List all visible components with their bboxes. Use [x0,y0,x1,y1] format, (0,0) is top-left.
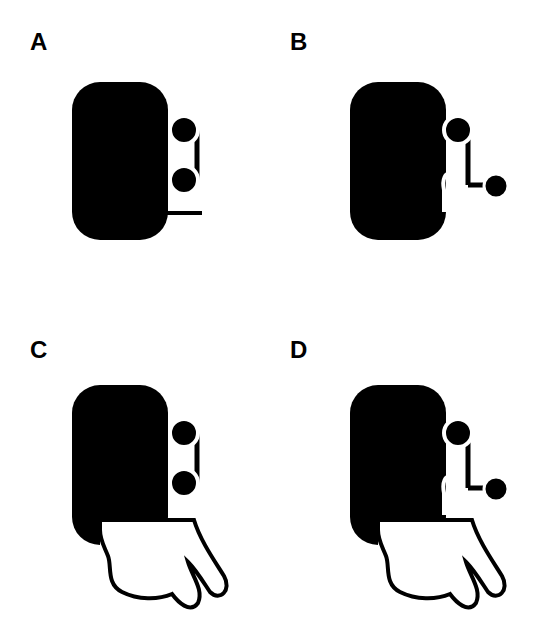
renal-pelvis [100,520,227,607]
panel-label: B [290,30,307,54]
panel-label: D [290,338,307,362]
loop-pair [170,116,198,194]
ureter-line [158,211,202,215]
renal-pelvis [378,520,505,607]
kidney-body [350,82,446,240]
loop-pair [443,419,508,515]
panel-label: C [30,338,47,362]
panel-c-art [72,385,227,607]
panel-label: A [30,30,47,54]
loop-pair [170,419,198,497]
panel-b-art [350,82,508,240]
loop-pair [443,116,508,212]
panel-d-art [350,385,508,607]
kidney-body [72,82,168,240]
